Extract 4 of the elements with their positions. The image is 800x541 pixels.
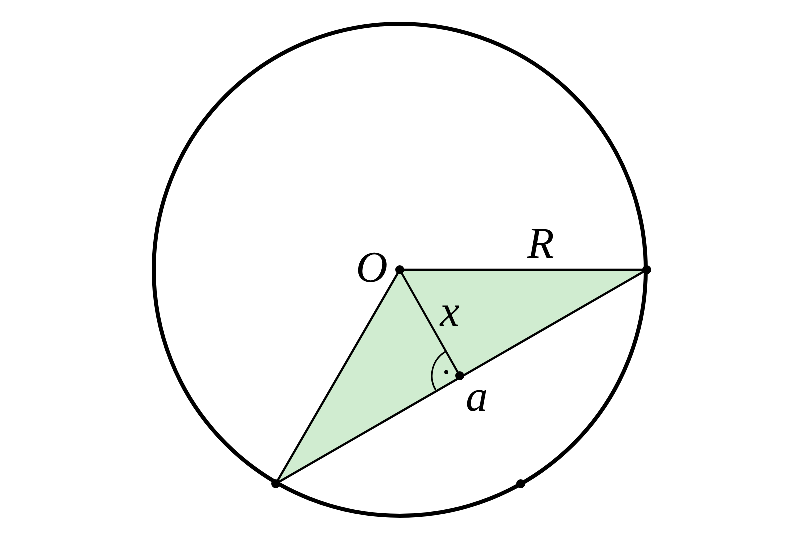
point-label: R: [528, 222, 554, 266]
point-label: O: [356, 246, 388, 290]
point-label: x: [440, 290, 460, 334]
point-label: a: [466, 375, 488, 419]
